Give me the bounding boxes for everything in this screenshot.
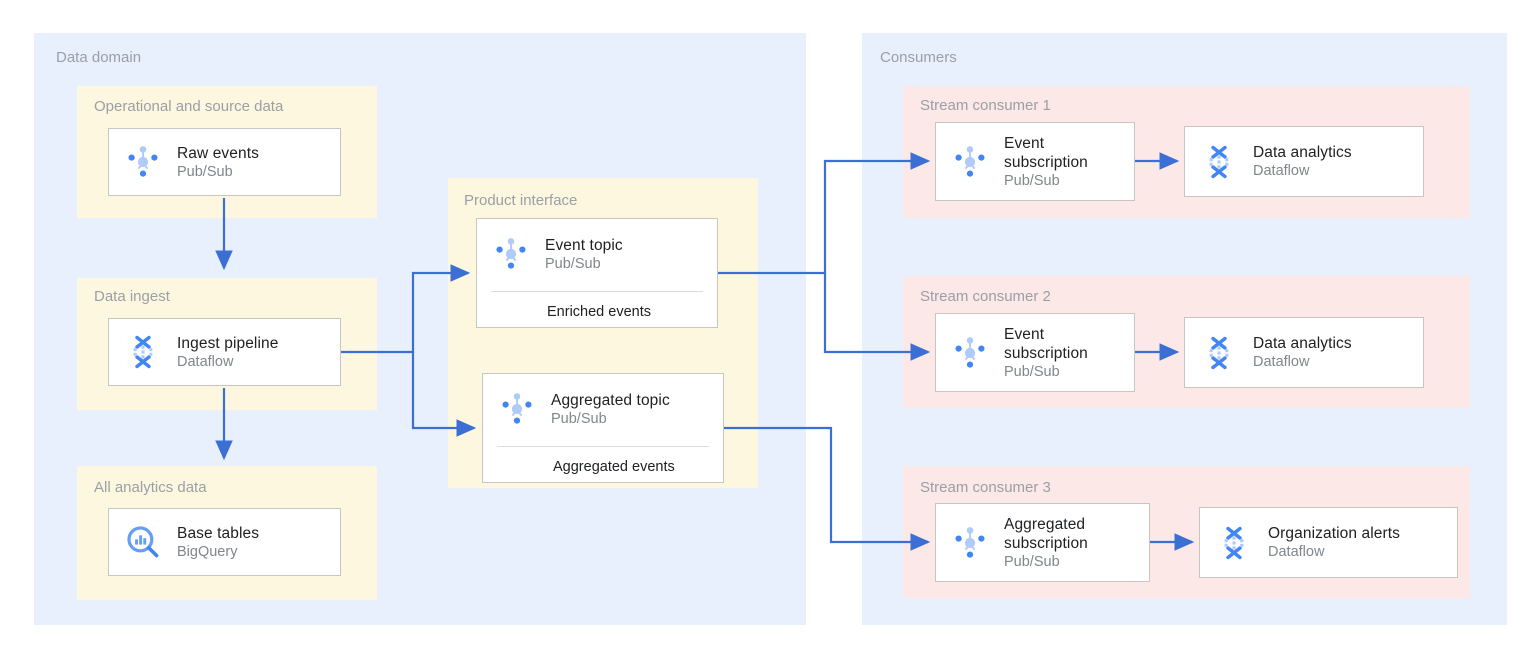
card-title: Event subscription (1004, 134, 1088, 171)
card-subtitle: Pub/Sub (1004, 553, 1060, 570)
stream-consumer-2-label: Stream consumer 2 (920, 288, 1051, 305)
card-raw-events[interactable]: Raw events Pub/Sub (108, 128, 341, 196)
pubsub-icon (491, 234, 531, 274)
card-subtitle: Pub/Sub (177, 163, 233, 180)
pubsub-icon (950, 523, 990, 563)
data-ingest-label: Data ingest (94, 288, 170, 305)
card-organization-alerts[interactable]: Organization alerts Dataflow (1199, 507, 1458, 578)
all-analytics-label: All analytics data (94, 479, 207, 496)
card-title: Data analytics (1253, 144, 1352, 161)
pubsub-icon (497, 389, 537, 429)
card-title: Raw events (177, 144, 259, 162)
consumers-label: Consumers (880, 49, 957, 66)
card-base-tables[interactable]: Base tables BigQuery (108, 508, 341, 576)
card-title: Event topic (545, 236, 623, 254)
card-subtitle: Pub/Sub (551, 410, 607, 427)
pubsub-icon (950, 333, 990, 373)
card-title: Ingest pipeline (177, 334, 279, 352)
card-subtitle: Dataflow (1253, 163, 1310, 179)
card-data-analytics-2-text: Data analytics Dataflow (1253, 334, 1360, 371)
card-subtitle: Dataflow (1253, 354, 1310, 370)
card-event-topic-text: Event topic Pub/Sub (545, 236, 717, 273)
card-event-subscription-1[interactable]: Event subscription Pub/Sub (935, 122, 1135, 201)
card-title: Aggregated topic (551, 391, 670, 409)
card-footer-label: Enriched events (547, 304, 651, 320)
card-ingest-pipeline-text: Ingest pipeline Dataflow (177, 334, 286, 371)
card-subtitle: Pub/Sub (1004, 363, 1060, 380)
bigquery-icon (123, 522, 163, 562)
card-aggregated-topic[interactable]: Aggregated topic Pub/Sub Aggregated even… (482, 373, 724, 483)
card-subtitle: Dataflow (177, 353, 234, 370)
card-divider (491, 291, 703, 292)
card-event-subscription-2[interactable]: Event subscription Pub/Sub (935, 313, 1135, 392)
card-subtitle: BigQuery (177, 543, 238, 560)
dataflow-icon (123, 332, 163, 372)
card-subtitle: Pub/Sub (545, 255, 601, 272)
card-data-analytics-1-text: Data analytics Dataflow (1253, 143, 1360, 180)
card-event-subscription-1-text: Event subscription Pub/Sub (1004, 134, 1120, 190)
card-divider (497, 446, 709, 447)
card-base-tables-text: Base tables BigQuery (177, 524, 267, 561)
pubsub-icon (950, 142, 990, 182)
product-interface-label: Product interface (464, 192, 578, 209)
operational-source-label: Operational and source data (94, 98, 284, 115)
card-title: Event subscription (1004, 325, 1088, 362)
dataflow-icon (1199, 142, 1239, 182)
pubsub-icon (123, 142, 163, 182)
data-domain-label: Data domain (56, 49, 142, 66)
card-aggregated-topic-text: Aggregated topic Pub/Sub (551, 391, 723, 428)
card-title: Data analytics (1253, 335, 1352, 352)
stream-consumer-3-label: Stream consumer 3 (920, 479, 1051, 496)
card-raw-events-text: Raw events Pub/Sub (177, 144, 267, 181)
card-data-analytics-1[interactable]: Data analytics Dataflow (1184, 126, 1424, 197)
card-subtitle: Dataflow (1268, 544, 1325, 560)
card-data-analytics-2[interactable]: Data analytics Dataflow (1184, 317, 1424, 388)
card-subtitle: Pub/Sub (1004, 172, 1060, 189)
card-footer-label: Aggregated events (553, 459, 675, 475)
card-ingest-pipeline[interactable]: Ingest pipeline Dataflow (108, 318, 341, 386)
card-event-topic[interactable]: Event topic Pub/Sub Enriched events (476, 218, 718, 328)
stream-consumer-1-label: Stream consumer 1 (920, 97, 1051, 114)
card-aggregated-subscription-text: Aggregated subscription Pub/Sub (1004, 515, 1130, 571)
card-organization-alerts-text: Organization alerts Dataflow (1268, 524, 1408, 561)
card-aggregated-subscription[interactable]: Aggregated subscription Pub/Sub (935, 503, 1150, 582)
dataflow-icon (1199, 333, 1239, 373)
card-event-subscription-2-text: Event subscription Pub/Sub (1004, 325, 1120, 381)
card-title: Base tables (177, 524, 260, 542)
card-title: Aggregated subscription (1004, 515, 1088, 552)
dataflow-icon (1214, 523, 1254, 563)
card-title: Organization alerts (1268, 525, 1400, 542)
